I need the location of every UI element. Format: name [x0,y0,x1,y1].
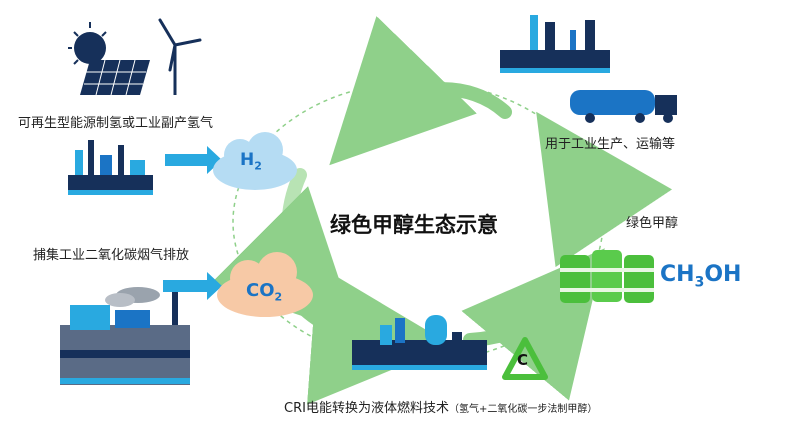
co2-subscript: 2 [274,290,283,304]
factory-co2-icon [60,287,190,385]
methanol-oh: OH [704,262,742,287]
methanol-ch: CH [660,262,695,287]
arrow-methanol-to-usage [536,111,673,268]
arrow-co2-to-process [293,265,452,405]
process-label-note: （氢气+二氧化碳一步法制甲醇） [448,404,598,415]
h2-formula: H2 [240,150,262,172]
h2-subscript: 2 [254,159,262,173]
tanker-truck-icon [570,90,677,123]
carbon-recycle-icon [502,337,548,380]
co2-cloud [217,252,313,317]
methanol-formula: CH3OH [660,262,741,290]
arrow-process-to-methanol [461,248,605,401]
carbon-symbol: C [517,351,529,369]
h2-symbol: H [240,150,255,170]
input-arrows [163,146,222,300]
hydrogen-source-label: 可再生型能源制氢或工业副产氢气 [18,116,214,131]
methanol-barrels-icon [560,250,654,303]
process-label-main: CRI电能转换为液体燃料技术 [284,401,449,416]
methanol-subscript: 3 [694,274,705,291]
arrow-usage-to-inputs [329,16,512,166]
arrow-h2-to-co2 [209,168,358,335]
h2-cloud [213,132,297,190]
co2-symbol: CO [246,280,275,301]
methanol-label: 绿色甲醇 [626,216,679,231]
process-plant-icon [352,315,487,370]
factory-hydrogen-icon [68,140,153,195]
renewable-energy-icon [68,18,202,96]
cycle-arrows [209,16,673,405]
co2-source-label: 捕集工业二氧化碳烟气排放 [33,248,190,263]
factory-usage-icon [500,15,610,73]
co2-formula: CO2 [246,280,282,304]
usage-label: 用于工业生产、运输等 [545,137,676,152]
diagram-center-title: 绿色甲醇生态示意 [330,213,498,237]
process-label: CRI电能转换为液体燃料技术（氢气+二氧化碳一步法制甲醇） [284,397,597,416]
